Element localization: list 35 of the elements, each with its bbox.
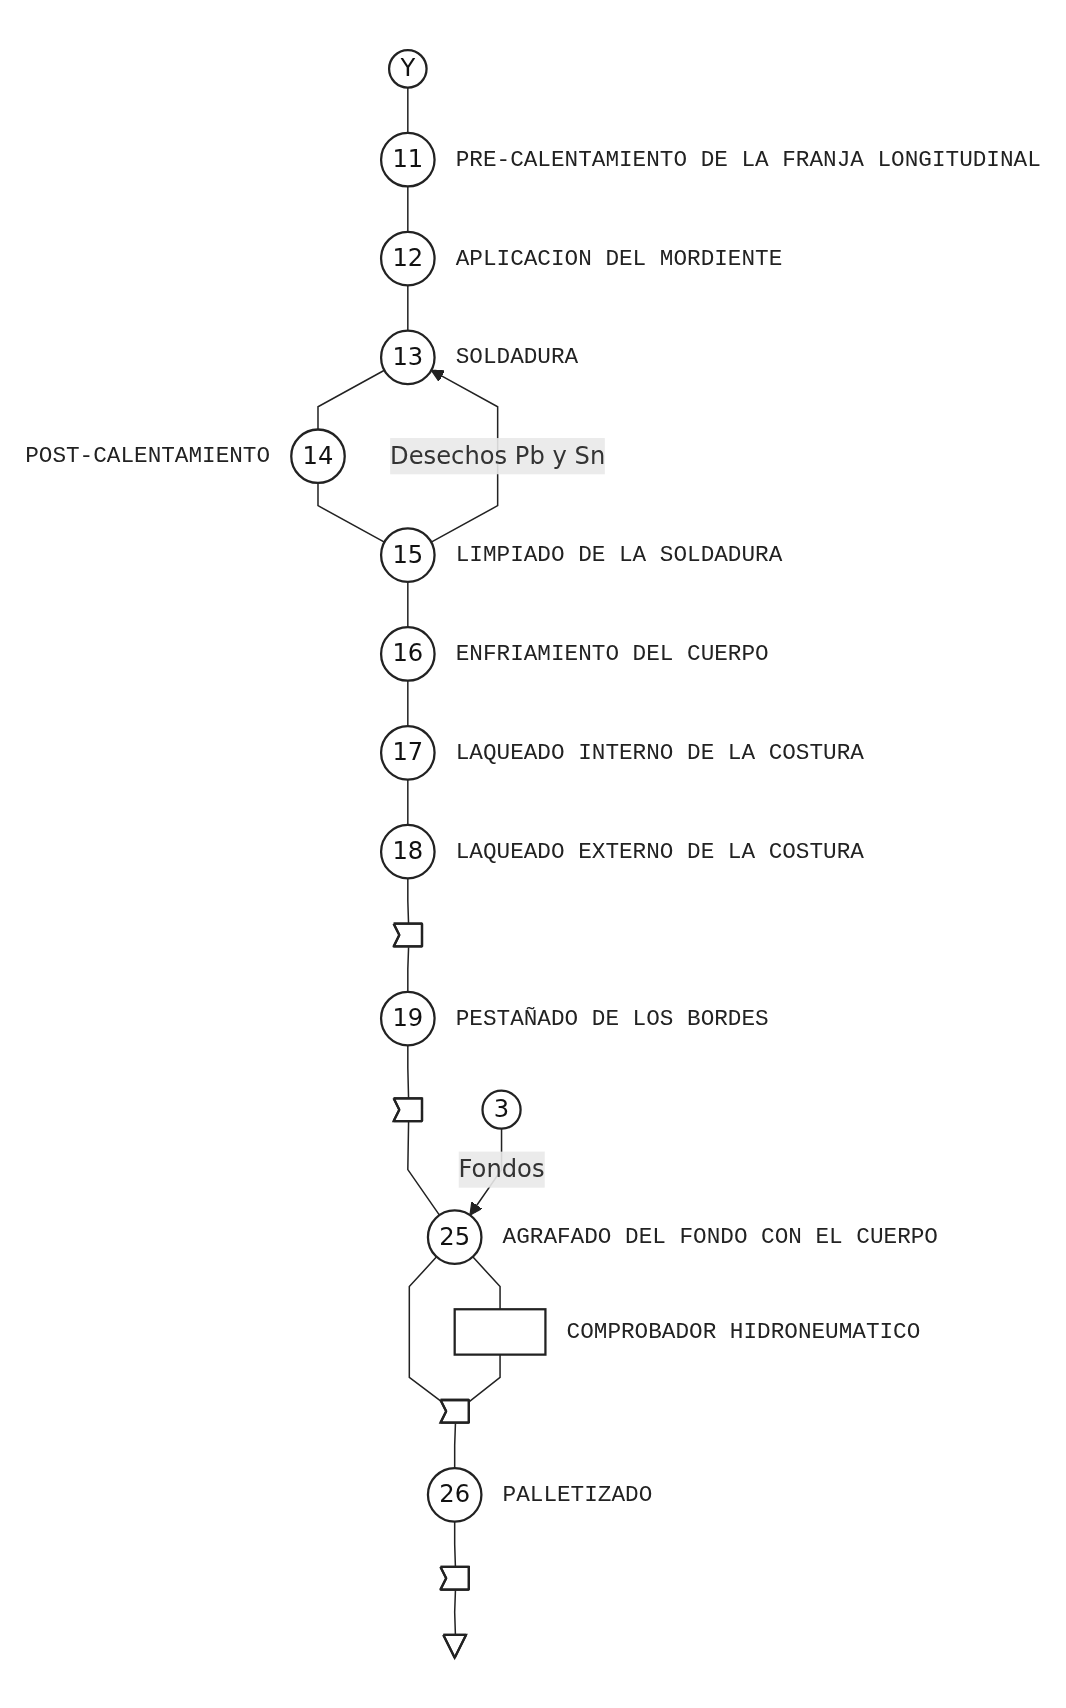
node-circle: 12 bbox=[379, 230, 436, 287]
step-description: PRE-CALENTAMIENTO DE LA FRANJA LONGITUDINAL bbox=[455, 146, 1041, 173]
node-circle: 17 bbox=[379, 725, 436, 781]
connector bbox=[407, 946, 410, 993]
step-description: LAQUEADO INTERNO DE LA COSTURA bbox=[455, 739, 864, 766]
step-description: LAQUEADO EXTERNO DE LA COSTURA bbox=[455, 838, 864, 865]
edge-label: Fondos bbox=[458, 1154, 545, 1184]
node-circle: 19 bbox=[379, 990, 436, 1047]
connector bbox=[317, 482, 386, 544]
node-box bbox=[453, 1308, 547, 1356]
node-circle: 16 bbox=[379, 626, 436, 682]
node-circle: 14 bbox=[290, 428, 346, 485]
step-description: PALLETIZADO bbox=[502, 1481, 653, 1508]
connector bbox=[407, 680, 409, 727]
step-description: APLICACION DEL MORDIENTE bbox=[455, 245, 783, 272]
node-circle: 26 bbox=[426, 1467, 483, 1523]
step-description: AGRAFADO DEL FONDO CON EL CUERPO bbox=[502, 1224, 938, 1251]
step-description: PESTAÑADO DE LOS BORDES bbox=[455, 1005, 769, 1032]
connector bbox=[408, 1256, 443, 1403]
connector bbox=[468, 1354, 501, 1403]
step-description: LIMPIADO DE LA SOLDADURA bbox=[455, 542, 783, 569]
edge-label: Desechos Pb y Sn bbox=[390, 441, 606, 470]
node-circle: 25 bbox=[426, 1209, 483, 1266]
step-description: POST-CALENTAMIENTO bbox=[25, 443, 271, 470]
step-description: ENFRIAMIENTO DEL CUERPO bbox=[455, 641, 769, 668]
node-circle: 3 bbox=[481, 1089, 522, 1130]
connector bbox=[453, 1422, 457, 1469]
node-circle: 11 bbox=[379, 131, 436, 188]
node-circle: 13 bbox=[379, 329, 436, 386]
node-circle: Y bbox=[387, 49, 428, 89]
step-description: COMPROBADOR HIDRONEUMATICO bbox=[566, 1319, 921, 1346]
node-circle: 18 bbox=[379, 823, 436, 880]
connector bbox=[407, 1121, 441, 1217]
node-circle: 15 bbox=[379, 527, 436, 584]
step-description: SOLDADURA bbox=[455, 344, 579, 371]
